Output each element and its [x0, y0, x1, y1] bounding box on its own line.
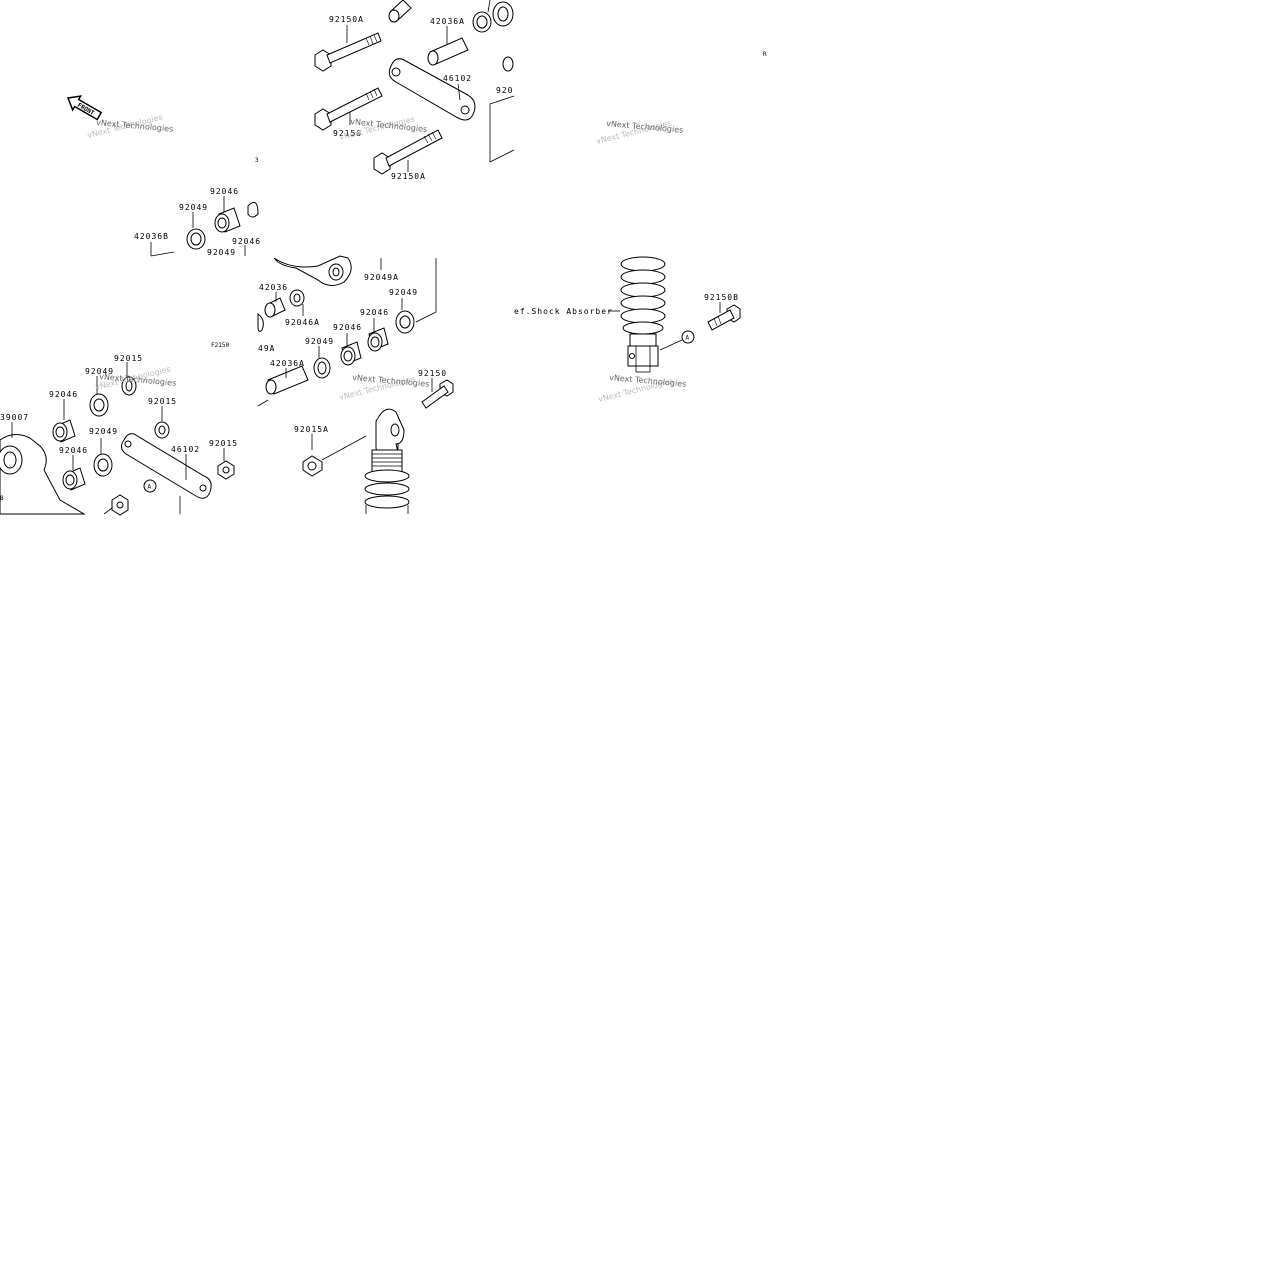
marker-a-left-label: A	[148, 484, 152, 491]
watermark-5: vNext Technologies vNext Technologies	[338, 373, 429, 402]
label-42036A-mid: 42036A	[270, 359, 305, 368]
label-92150B: 92150B	[704, 293, 739, 302]
top-collar	[388, 0, 412, 23]
partial-collar-left	[244, 201, 259, 256]
label-92046-d: 92046	[49, 390, 78, 399]
label-92049-f: 92049	[89, 427, 118, 436]
edge-mark-8: 8	[0, 495, 4, 502]
label-92150-low: 92150	[418, 369, 447, 378]
label-92049-d: 92049	[305, 337, 334, 346]
marker-a-right: A	[681, 330, 695, 344]
marker-a-right-label: A	[686, 335, 690, 342]
link-46102-low	[120, 433, 212, 499]
label-46102-low: 46102	[171, 445, 200, 454]
rocker-arm-partial	[273, 255, 437, 323]
collar-92015-a	[121, 362, 137, 396]
label-92150A-top: 92150A	[329, 15, 364, 24]
label-42036: 42036	[259, 283, 288, 292]
label-92015A: 92015A	[294, 425, 329, 434]
spacer-42036	[264, 289, 305, 318]
top-bolt-92150A	[314, 25, 382, 72]
label-R-edge: R	[763, 51, 767, 58]
seal-92049-c	[395, 298, 415, 334]
label-92049-a: 92049	[179, 203, 208, 212]
label-46102-top: 46102	[443, 74, 472, 83]
label-92015-c: 92015	[209, 439, 238, 448]
label-92150A-low: 92150A	[391, 172, 426, 181]
bolt-92150-low	[421, 378, 454, 409]
watermark-6: vNext Technologies vNext Technologies	[597, 373, 686, 404]
top-link-46102	[388, 58, 476, 121]
seal-92049-f	[93, 438, 113, 477]
top-right-bracket	[489, 95, 515, 163]
lower-left-nut	[103, 494, 181, 516]
rocker-arm-39007	[0, 422, 86, 515]
label-42036B: 42036B	[134, 232, 169, 241]
label-92015-b: 92015	[148, 397, 177, 406]
shock-absorber-ref-label: ef.Shock Absorber	[514, 307, 613, 316]
spacer-42036A-mid	[257, 365, 309, 407]
mid-bolt-92150	[314, 87, 383, 131]
collar-92015-b	[154, 406, 170, 439]
watermark-3: vNext Technologies vNext Technologies	[595, 119, 683, 146]
label-92046A: 92046A	[285, 318, 320, 327]
label-92046-b: 92046	[232, 237, 261, 246]
label-92049A-mid: 92049A	[364, 273, 399, 282]
bolt-92150B	[707, 302, 741, 331]
label-92046-c2: 92046	[333, 323, 362, 332]
nut-92015-c	[217, 448, 235, 480]
label-920-edge: 920	[496, 86, 513, 95]
nut-92015A	[302, 434, 367, 477]
bearing-92046-e	[62, 455, 86, 491]
seal-92049-e	[89, 376, 109, 417]
spacer-42036B	[150, 242, 175, 257]
low-bolt-92150A	[373, 129, 443, 175]
bearing-92046-d	[52, 399, 76, 443]
label-42036A-top: 42036A	[430, 17, 465, 26]
bearing-92046-c	[340, 318, 389, 366]
top-seals	[472, 0, 514, 72]
label-92015-a: 92015	[114, 354, 143, 363]
label-92046-a: 92046	[210, 187, 239, 196]
label-92049-b: 92049	[207, 248, 236, 257]
shock-absorber-ref	[608, 256, 683, 373]
top-spacer-42036A	[427, 26, 469, 66]
label-92049-c: 92049	[389, 288, 418, 297]
label-39007: 39007	[0, 413, 29, 422]
marker-a-left: A	[143, 479, 157, 493]
seal-92049-a	[186, 212, 206, 250]
label-92049-e: 92049	[85, 367, 114, 376]
label-92150-mid: 92150	[333, 129, 362, 138]
bearing-92046-a	[214, 196, 241, 233]
rear-shock-absorber-partial	[364, 408, 410, 514]
label-49A: 49A	[258, 344, 275, 353]
partial-seal-left-edge	[257, 312, 264, 332]
label-92046-e: 92046	[59, 446, 88, 455]
label-F2150: F2150	[211, 342, 229, 349]
label-92046-c: 92046	[360, 308, 389, 317]
edge-mark: 3	[255, 157, 259, 164]
seal-92049-d	[313, 346, 331, 379]
